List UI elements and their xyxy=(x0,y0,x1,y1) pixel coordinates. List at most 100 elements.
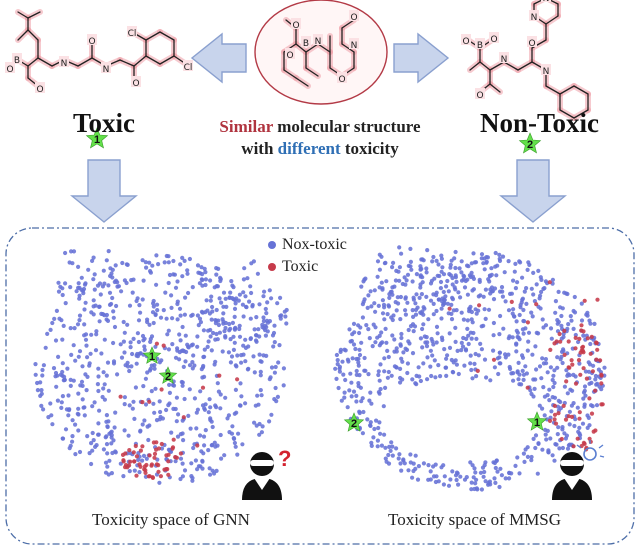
nontoxic-point xyxy=(221,311,226,316)
nontoxic-point xyxy=(394,349,399,354)
nontoxic-point xyxy=(561,334,566,340)
nontoxic-point xyxy=(415,477,421,482)
nontoxic-point xyxy=(428,477,433,482)
nontoxic-point xyxy=(510,307,516,312)
nontoxic-point xyxy=(93,303,98,308)
legend-nontoxic-dot xyxy=(268,241,276,249)
nontoxic-point xyxy=(142,418,147,423)
nontoxic-point xyxy=(492,476,497,481)
nontoxic-point xyxy=(468,274,473,280)
nontoxic-point xyxy=(562,384,568,389)
nontoxic-point xyxy=(119,355,125,360)
toxic-point xyxy=(566,365,571,370)
nontoxic-point xyxy=(279,313,284,318)
nontoxic-point xyxy=(549,336,554,341)
nontoxic-point xyxy=(119,289,124,294)
nontoxic-point xyxy=(252,327,257,332)
nontoxic-point xyxy=(68,383,73,388)
nontoxic-point xyxy=(389,373,394,378)
nontoxic-point xyxy=(403,308,408,313)
nontoxic-point xyxy=(351,321,357,326)
nontoxic-point xyxy=(529,286,534,291)
nontoxic-point xyxy=(520,353,525,358)
toxic-point xyxy=(577,416,582,421)
nontoxic-point xyxy=(215,443,220,448)
nontoxic-point xyxy=(469,487,474,492)
nontoxic-point xyxy=(267,377,272,382)
nontoxic-point xyxy=(375,444,380,449)
nontoxic-point xyxy=(334,376,339,381)
nontoxic-point xyxy=(517,312,522,318)
nontoxic-point xyxy=(235,353,240,358)
nontoxic-point xyxy=(533,445,538,451)
nontoxic-point xyxy=(151,320,156,326)
nontoxic-point xyxy=(591,363,596,368)
nontoxic-point xyxy=(584,312,589,317)
nontoxic-point xyxy=(495,356,500,361)
nontoxic-point xyxy=(354,399,359,404)
nontoxic-point xyxy=(275,394,280,399)
nontoxic-point xyxy=(375,438,380,443)
toxic-point xyxy=(575,436,580,441)
nontoxic-point xyxy=(449,311,454,316)
nontoxic-point xyxy=(162,260,167,265)
nontoxic-point xyxy=(468,353,473,358)
nontoxic-point xyxy=(517,471,522,476)
toxic-point xyxy=(181,415,186,420)
nontoxic-point xyxy=(96,366,101,371)
nontoxic-point xyxy=(481,474,486,479)
atom-label: B xyxy=(14,56,20,66)
nontoxic-point xyxy=(386,452,391,458)
nontoxic-point xyxy=(457,266,462,271)
nontoxic-point xyxy=(471,251,476,256)
nontoxic-point xyxy=(531,377,536,382)
nontoxic-point xyxy=(383,445,388,450)
nontoxic-point xyxy=(130,406,135,411)
nontoxic-point xyxy=(231,334,236,339)
toxic-point xyxy=(152,451,158,456)
nontoxic-point xyxy=(444,373,449,378)
star-2-mmsg: 2 xyxy=(343,412,365,432)
nontoxic-point xyxy=(210,309,215,314)
nontoxic-point xyxy=(366,293,371,298)
nontoxic-point xyxy=(241,290,246,295)
nontoxic-point xyxy=(250,302,255,308)
nontoxic-point xyxy=(465,292,470,297)
nontoxic-point xyxy=(130,290,135,295)
nontoxic-point xyxy=(447,345,453,350)
nontoxic-point xyxy=(178,262,183,267)
nontoxic-point xyxy=(181,364,186,369)
nontoxic-point xyxy=(180,274,185,279)
nontoxic-point xyxy=(60,436,65,441)
nontoxic-point xyxy=(349,394,354,399)
nontoxic-point xyxy=(232,306,238,311)
nontoxic-point xyxy=(60,361,65,366)
nontoxic-point xyxy=(230,296,235,301)
nontoxic-point xyxy=(230,320,235,325)
nontoxic-point xyxy=(540,447,545,452)
nontoxic-point xyxy=(237,326,242,332)
nontoxic-point xyxy=(220,349,225,354)
nontoxic-point xyxy=(272,397,277,402)
atom-label: O xyxy=(6,65,13,75)
nontoxic-point xyxy=(76,354,81,359)
nontoxic-point xyxy=(208,334,213,339)
nontoxic-point xyxy=(425,377,430,382)
nontoxic-point xyxy=(343,377,348,383)
nontoxic-point xyxy=(148,269,153,274)
nontoxic-point xyxy=(379,330,384,335)
nontoxic-point xyxy=(347,327,352,332)
nontoxic-point xyxy=(122,350,127,355)
nontoxic-point xyxy=(362,277,367,282)
nontoxic-point xyxy=(502,270,507,275)
nontoxic-point xyxy=(273,364,278,370)
nontoxic-point xyxy=(507,334,512,339)
nontoxic-point xyxy=(60,292,65,298)
atom-label: B xyxy=(477,41,483,51)
nontoxic-point xyxy=(431,292,436,297)
nontoxic-point xyxy=(342,347,347,352)
nontoxic-point xyxy=(258,369,263,374)
nontoxic-point xyxy=(219,456,224,461)
nontoxic-point xyxy=(188,426,193,431)
nontoxic-point xyxy=(408,259,413,264)
